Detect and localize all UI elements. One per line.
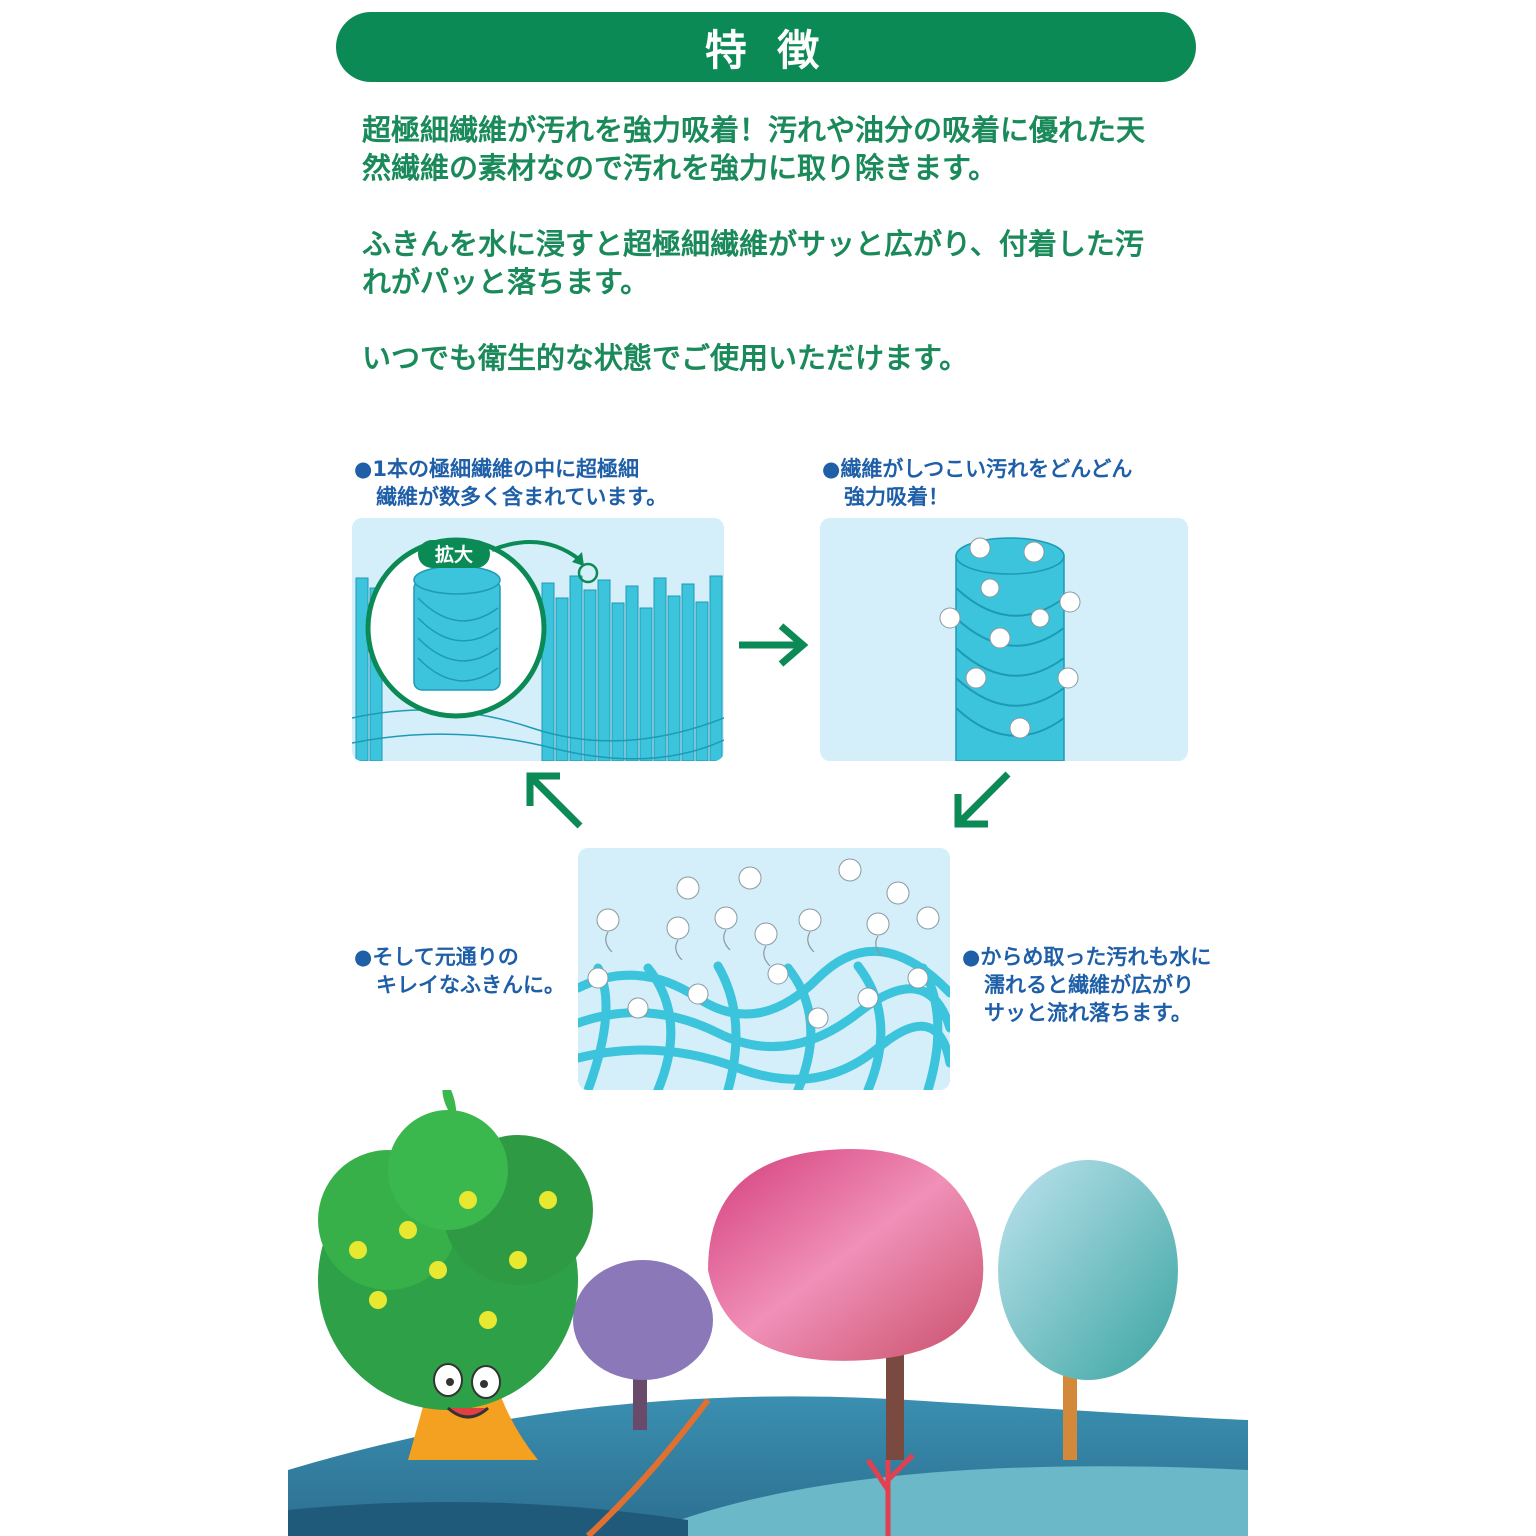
- decorative-tree-landscape: [288, 1090, 1248, 1536]
- step2-caption: ●繊維がしつこい汚れをどんどん 強力吸着！: [822, 455, 1132, 511]
- arrow-down-left-icon: [954, 771, 1011, 828]
- step3-caption-line-1: からめ取った汚れも水に: [980, 945, 1212, 969]
- step3-caption-line-3: サッと流れ落ちます。: [984, 1001, 1192, 1025]
- step2-bullet: ●: [822, 457, 841, 481]
- step2-caption-line-1: 繊維がしつこい汚れをどんどん: [840, 457, 1133, 481]
- zoom-label: 拡大: [435, 543, 473, 566]
- intro-paragraph-1-line-1: 超極細繊維が汚れを強力吸着！汚れや油分の吸着に優れた天: [362, 113, 1146, 147]
- pink-tree: [708, 1149, 984, 1361]
- section-header: 特 徴: [336, 12, 1196, 82]
- step1-caption-line-2: 繊維が数多く含まれています。: [376, 485, 668, 509]
- intro-paragraph-1-line-2: 然繊維の素材なので汚れを強力に取り除きます。: [362, 151, 998, 185]
- purple-tree: [573, 1260, 713, 1380]
- intro-paragraph-2-line-2: れがパッと落ちます。: [362, 265, 650, 299]
- coral-plant: [865, 1453, 915, 1536]
- green-tree-crown: [318, 1090, 593, 1410]
- step1-bullet: ●: [354, 457, 373, 481]
- step3-caption: ●からめ取った汚れも水に 濡れると繊維が広がり サッと流れ落ちます。: [962, 943, 1211, 1027]
- step4-bullet: ●: [354, 945, 373, 969]
- step2-caption-line-2: 強力吸着！: [844, 485, 949, 509]
- step3-bullet: ●: [962, 945, 981, 969]
- fiber-zoom-illustration: 拡大: [352, 518, 724, 761]
- blue-tree: [998, 1160, 1178, 1380]
- arrow-up-left-icon: [526, 772, 583, 829]
- step4-caption-line-1: そして元通りの: [372, 945, 519, 969]
- magnified-fiber-bundle: [413, 565, 501, 691]
- arrow-right-icon: [739, 623, 809, 667]
- step4-caption-line-2: キレイなふきんに。: [376, 973, 565, 997]
- section-title: 特 徴: [704, 25, 828, 75]
- step4-caption: ●そして元通りの キレイなふきんに。: [354, 943, 565, 999]
- tree-face: [433, 1363, 501, 1419]
- step3-caption-line-2: 濡れると繊維が広がり: [984, 973, 1194, 997]
- intro-paragraph-3: いつでも衛生的な状態でご使用いただけます。: [362, 341, 969, 375]
- fiber-absorbing-dirt-illustration: [820, 518, 1188, 761]
- dirt-washing-away-illustration: [578, 848, 950, 1090]
- step1-caption-line-1: 1本の極細繊維の中に超極細: [372, 457, 639, 481]
- step1-caption: ●1本の極細繊維の中に超極細 繊維が数多く含まれています。: [354, 455, 667, 511]
- intro-paragraph-2-line-1: ふきんを水に浸すと超極細繊維がサッと広がり、付着した汚: [362, 227, 1144, 261]
